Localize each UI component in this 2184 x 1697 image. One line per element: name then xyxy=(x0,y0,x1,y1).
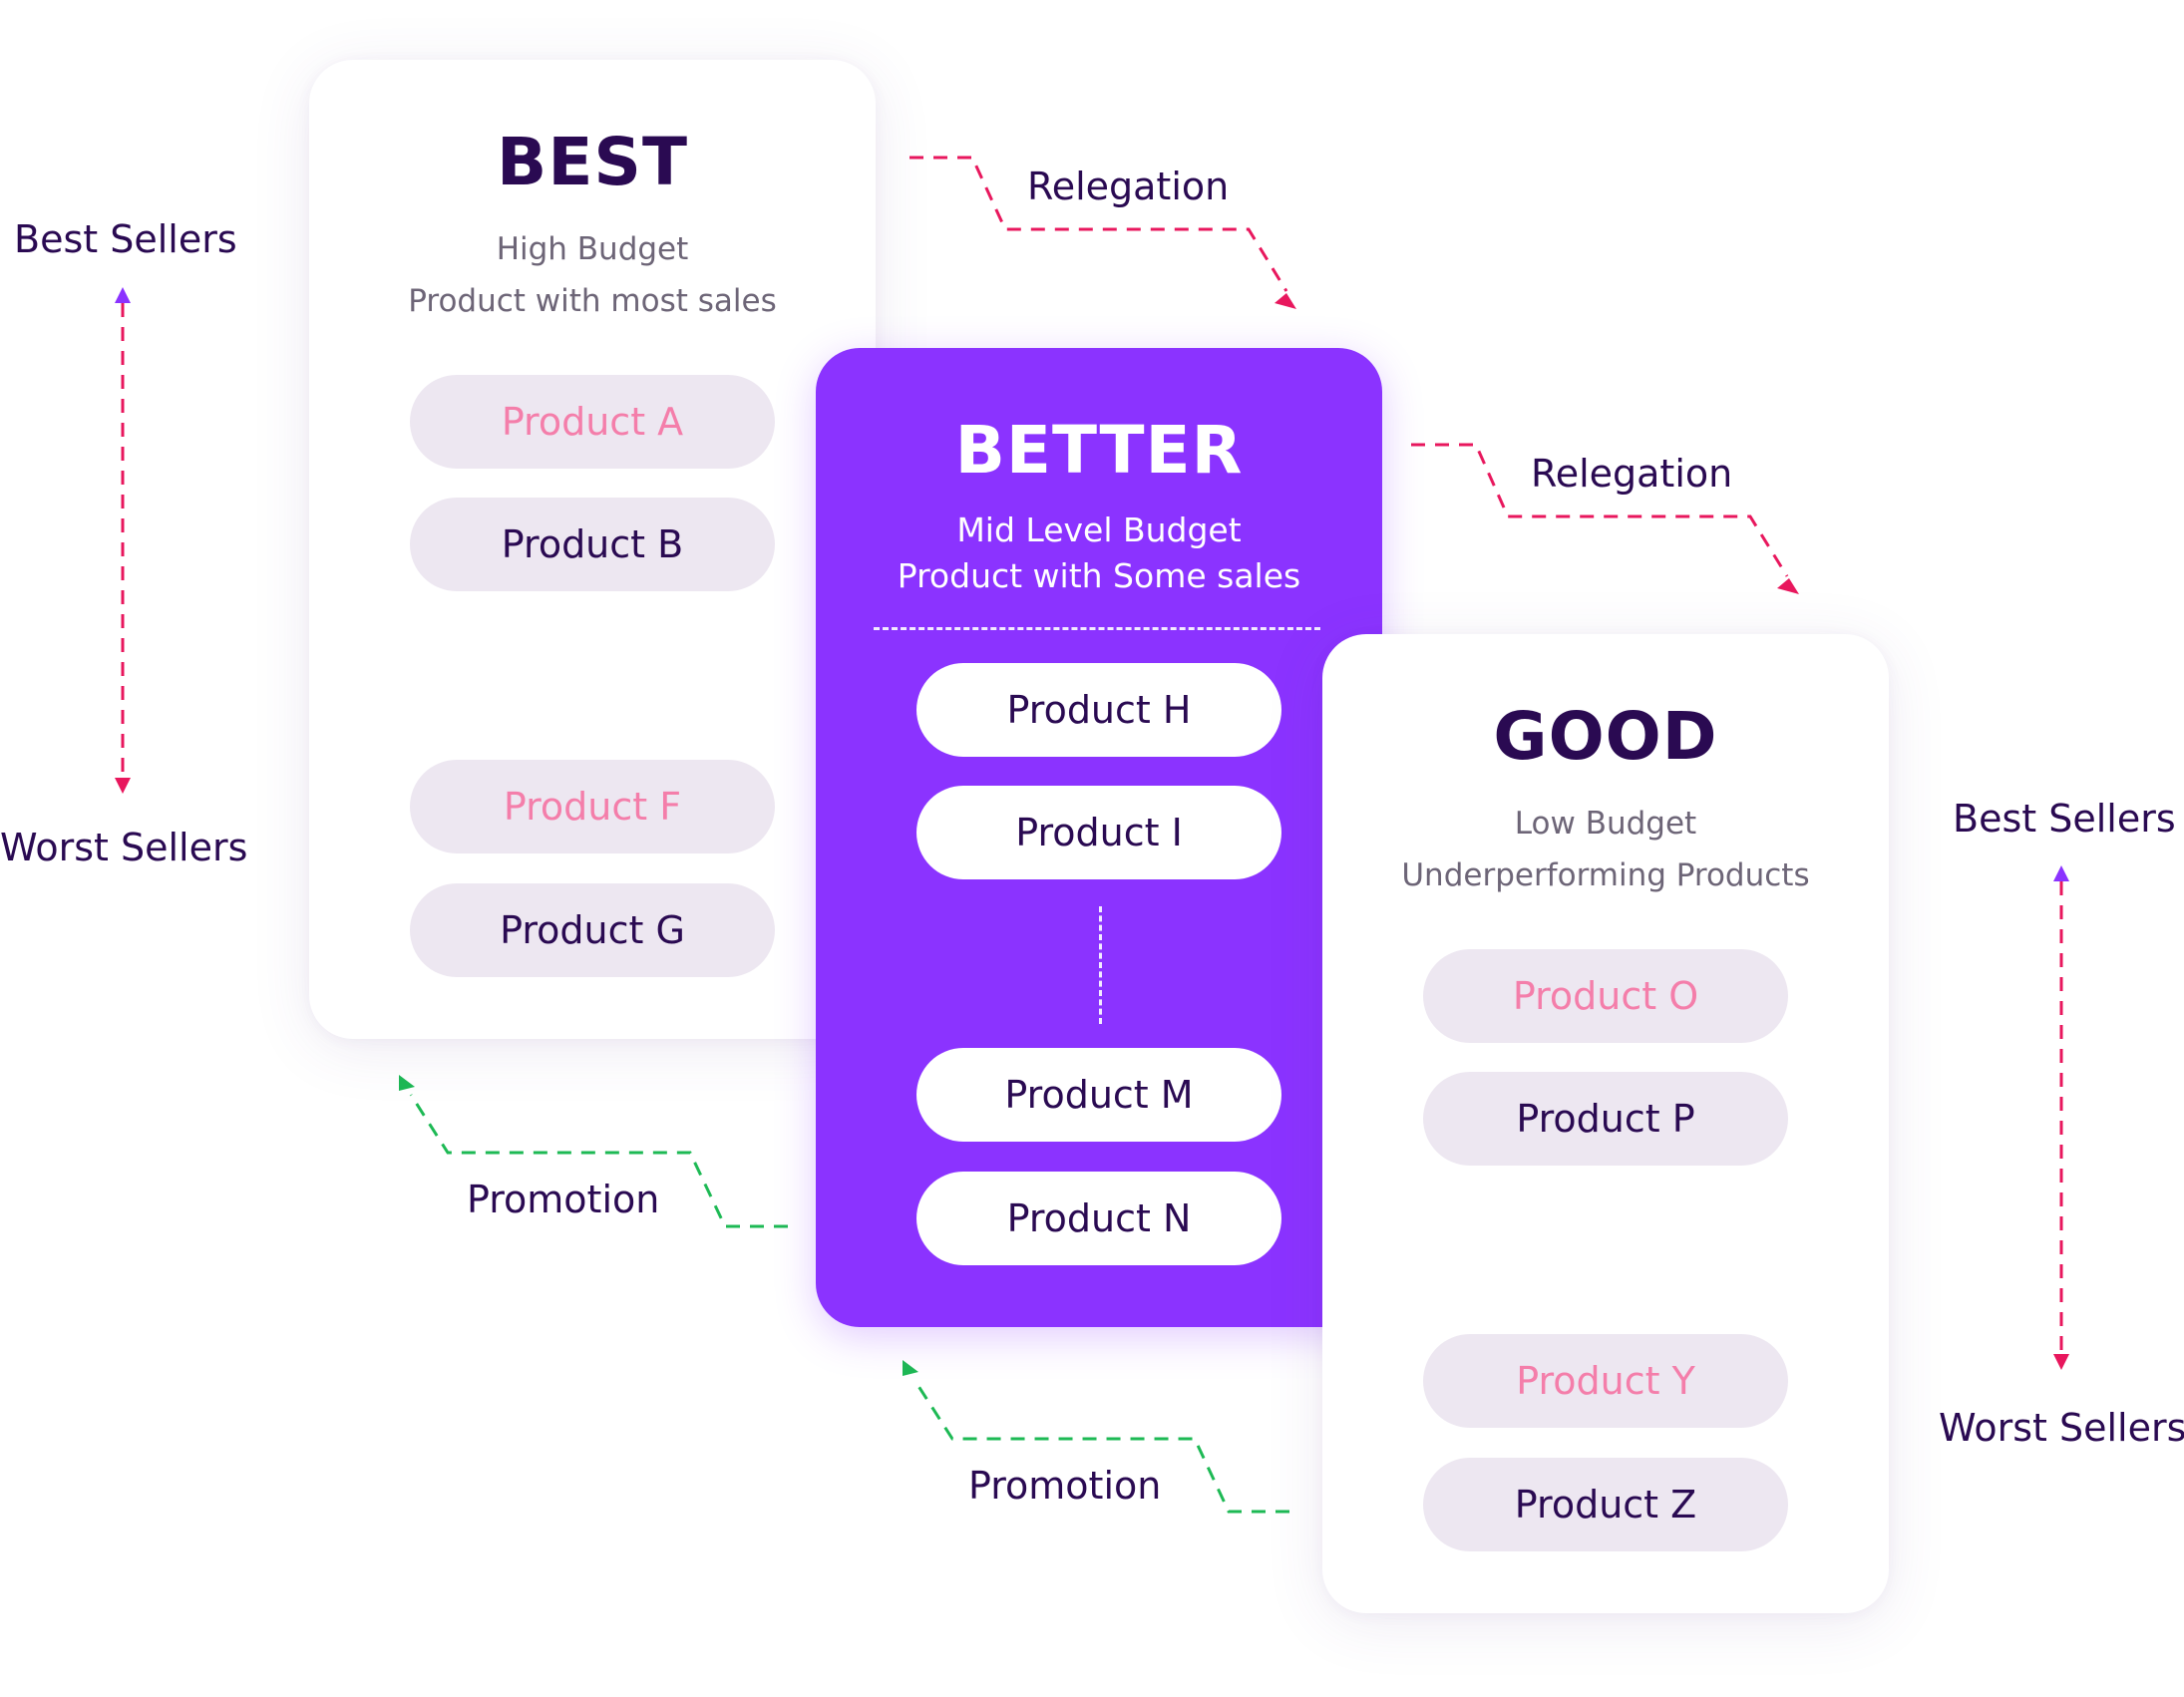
good-tier-title: GOOD xyxy=(1493,698,1718,775)
best-product-pill[interactable]: Product B xyxy=(410,498,775,591)
relegation-arrowhead-2 xyxy=(1777,578,1799,594)
good-tier-card: GOOD Low Budget Underperforming Products… xyxy=(1322,634,1889,1613)
right-axis-down-arrowhead xyxy=(2053,1354,2069,1370)
relegation-arrowhead-1 xyxy=(1274,293,1296,309)
better-tier-title: BETTER xyxy=(954,412,1244,489)
best-tier-subtitle-line1: High Budget xyxy=(496,231,689,267)
good-tier-subtitle-line1: Low Budget xyxy=(1514,806,1697,842)
good-product-pill[interactable]: Product O xyxy=(1423,949,1788,1043)
right-worst-sellers-label: Worst Sellers xyxy=(1939,1406,2184,1450)
better-tier-divider xyxy=(874,627,1320,630)
left-axis-down-arrowhead xyxy=(115,778,131,794)
relegation-label-2: Relegation xyxy=(1531,452,1733,496)
good-product-pill[interactable]: Product Z xyxy=(1423,1458,1788,1551)
left-axis-up-arrowhead xyxy=(115,287,131,303)
better-tier-ellipsis-line xyxy=(1099,906,1102,1024)
left-worst-sellers-label: Worst Sellers xyxy=(0,826,248,869)
better-tier-subtitle-line1: Mid Level Budget xyxy=(956,510,1242,549)
promotion-label-2: Promotion xyxy=(968,1464,1162,1508)
best-product-pill[interactable]: Product A xyxy=(410,375,775,469)
good-product-pill[interactable]: Product Y xyxy=(1423,1334,1788,1428)
promotion-arrowhead-1 xyxy=(399,1075,415,1091)
best-product-pill[interactable]: Product G xyxy=(410,883,775,977)
best-product-pill[interactable]: Product F xyxy=(410,760,775,853)
best-tier-title: BEST xyxy=(497,124,688,200)
better-product-pill[interactable]: Product H xyxy=(916,663,1281,757)
promotion-arrowhead-2 xyxy=(903,1360,918,1376)
better-product-pill[interactable]: Product M xyxy=(916,1048,1281,1142)
better-product-pill[interactable]: Product N xyxy=(916,1172,1281,1265)
better-product-pill[interactable]: Product I xyxy=(916,786,1281,879)
right-best-sellers-label: Best Sellers xyxy=(1953,797,2176,841)
best-tier-card: BEST High Budget Product with most sales… xyxy=(309,60,876,1039)
better-tier-card: BETTER Mid Level Budget Product with Som… xyxy=(816,348,1382,1327)
good-tier-subtitle-line2: Underperforming Products xyxy=(1401,857,1810,893)
left-best-sellers-label: Best Sellers xyxy=(14,217,237,261)
promotion-label-1: Promotion xyxy=(467,1178,660,1221)
right-axis-up-arrowhead xyxy=(2053,865,2069,881)
best-tier-subtitle-line2: Product with most sales xyxy=(408,283,777,319)
better-tier-subtitle-line2: Product with Some sales xyxy=(897,556,1301,595)
relegation-label-1: Relegation xyxy=(1027,165,1230,208)
good-product-pill[interactable]: Product P xyxy=(1423,1072,1788,1166)
